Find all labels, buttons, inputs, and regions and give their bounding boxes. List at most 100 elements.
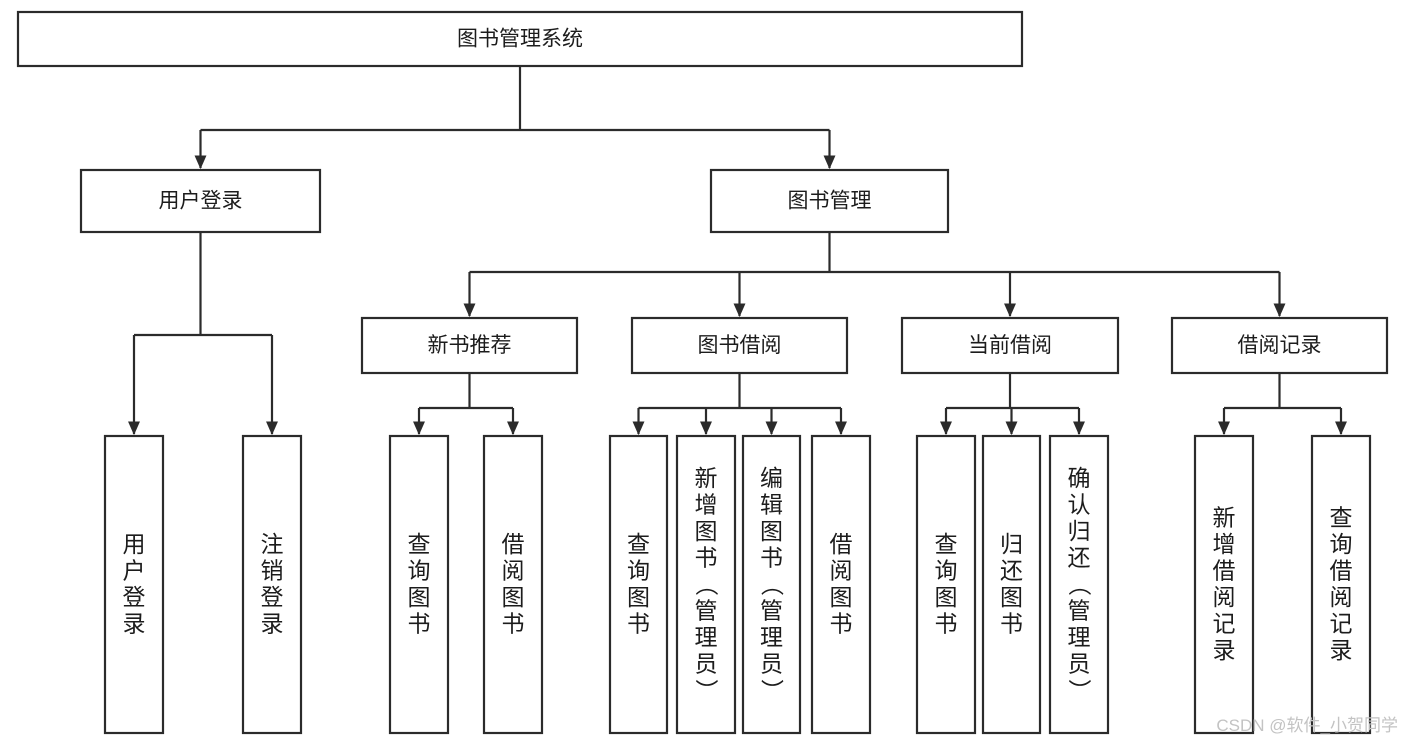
node-label-char: 管: [695, 597, 718, 623]
node-label-char: 登: [261, 584, 284, 610]
node-label-char: （: [693, 573, 719, 596]
node-box-leaf-borrow-books-recommend: [482, 434, 544, 735]
node-box-leaf-edit-book-admin: [741, 434, 802, 735]
node-current-borrow[interactable]: 当前借阅: [900, 316, 1120, 375]
node-boxes: 图书管理系统用户登录图书管理新书推荐图书借阅当前借阅借阅记录用户登录注销登录查询…: [16, 10, 1389, 735]
node-box-leaf-user-login: [103, 434, 165, 735]
node-box-book-borrow: [630, 316, 849, 375]
node-label-char: ）: [1066, 679, 1092, 702]
node-label-char: 借: [1213, 558, 1236, 584]
node-box-leaf-add-borrow-record: [1193, 434, 1255, 735]
node-label-char: ）: [759, 679, 785, 702]
node-label-char: 认: [1068, 491, 1091, 517]
node-user-login[interactable]: 用户登录: [79, 168, 322, 234]
node-label-book-borrow: 图书借阅: [698, 334, 782, 357]
node-label-char: 书: [760, 544, 783, 570]
node-label-char: 确: [1068, 465, 1091, 491]
node-label-char: 用: [123, 531, 146, 557]
node-label-char: 还: [1000, 558, 1023, 584]
node-label-char: 书: [408, 611, 431, 637]
node-label-char: 户: [123, 558, 146, 584]
node-label-char: 询: [627, 558, 650, 584]
node-label-char: 图: [408, 584, 431, 610]
node-label-char: 阅: [1330, 584, 1353, 610]
node-label-char: 阅: [830, 558, 853, 584]
node-label-char: 录: [1213, 637, 1236, 663]
node-label-char: ）: [693, 679, 719, 702]
node-label-char: 录: [1330, 637, 1353, 663]
node-label-char: 图: [830, 584, 853, 610]
connector-lines: [127, 66, 1348, 436]
node-new-book-recommend[interactable]: 新书推荐: [360, 316, 579, 375]
node-box-leaf-query-books-borrow: [608, 434, 669, 735]
node-box-borrow-record: [1170, 316, 1389, 375]
node-label-char: 新: [695, 465, 718, 491]
node-label-char: 书: [935, 611, 958, 637]
node-label-char: 书: [830, 611, 853, 637]
node-label-char: 录: [261, 611, 284, 637]
node-label-book-management: 图书管理: [788, 190, 872, 213]
node-label-new-book-recommend: 新书推荐: [428, 334, 512, 357]
node-root[interactable]: 图书管理系统: [16, 10, 1024, 68]
node-label-char: 书: [627, 611, 650, 637]
node-label-char: 辑: [760, 491, 783, 517]
node-label-char: 记: [1213, 611, 1236, 637]
node-label-char: 理: [1068, 624, 1091, 650]
node-box-leaf-add-book-admin: [675, 434, 737, 735]
node-label-char: 阅: [502, 558, 525, 584]
node-box-new-book-recommend: [360, 316, 579, 375]
node-label-char: 借: [502, 531, 525, 557]
node-label-char: 借: [1330, 558, 1353, 584]
node-label-char: 查: [408, 531, 431, 557]
node-label-char: 增: [1213, 531, 1236, 557]
node-label-char: 还: [1068, 544, 1091, 570]
node-label-char: 借: [830, 531, 853, 557]
node-borrow-record[interactable]: 借阅记录: [1170, 316, 1389, 375]
node-label-char: 查: [1330, 505, 1353, 531]
node-label-char: 员: [695, 650, 718, 676]
node-label-char: 增: [695, 491, 718, 517]
node-label-char: 询: [1330, 531, 1353, 557]
node-label-char: 录: [123, 611, 146, 637]
node-label-char: 查: [935, 531, 958, 557]
node-label-char: 归: [1000, 531, 1023, 557]
node-box-current-borrow: [900, 316, 1120, 375]
node-label-user-login: 用户登录: [159, 190, 243, 213]
node-label-char: 图: [695, 518, 718, 544]
node-label-char: 编: [760, 465, 783, 491]
node-leaf-user-login[interactable]: 用户登录: [103, 434, 165, 735]
node-label-char: 图: [627, 584, 650, 610]
node-label-char: 书: [695, 544, 718, 570]
node-label-char: 查: [627, 531, 650, 557]
node-label-char: （: [759, 573, 785, 596]
node-box-leaf-query-books-current: [915, 434, 977, 735]
node-label-char: 询: [408, 558, 431, 584]
node-label-char: 理: [760, 624, 783, 650]
node-label-char: 图: [760, 518, 783, 544]
node-label-char: 登: [123, 584, 146, 610]
node-label-char: 记: [1330, 611, 1353, 637]
node-box-leaf-return-books: [981, 434, 1042, 735]
node-label-char: 管: [760, 597, 783, 623]
node-box-root: [16, 10, 1024, 68]
node-label-char: 书: [1000, 611, 1023, 637]
node-label-char: 销: [261, 558, 284, 584]
node-box-leaf-borrow-books: [810, 434, 872, 735]
node-book-borrow[interactable]: 图书借阅: [630, 316, 849, 375]
node-label-current-borrow: 当前借阅: [968, 334, 1052, 357]
node-box-book-management: [709, 168, 950, 234]
node-book-management[interactable]: 图书管理: [709, 168, 950, 234]
